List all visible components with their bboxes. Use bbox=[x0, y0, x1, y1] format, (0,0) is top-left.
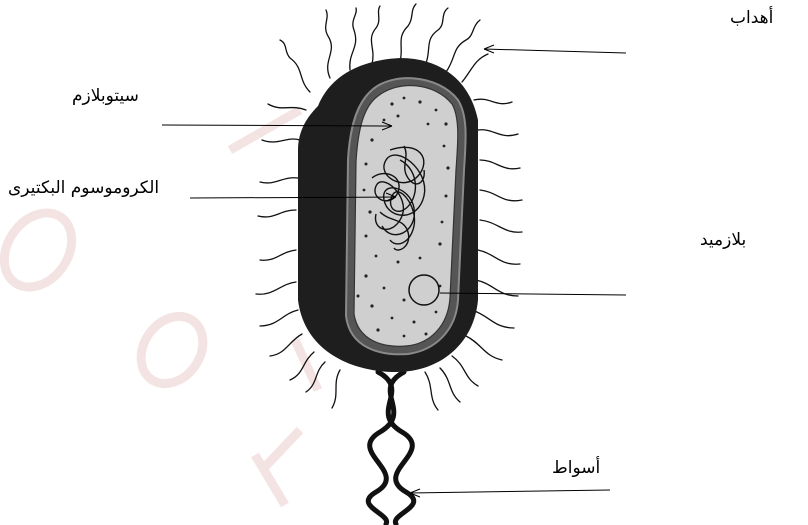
flagellum bbox=[368, 372, 413, 524]
label-plasmid: بلازميد bbox=[700, 232, 746, 249]
label-flagellum: أسواط bbox=[552, 460, 600, 477]
label-chromosome: الكروموسوم البكتيرى bbox=[8, 180, 159, 197]
label-pili: أهداب bbox=[730, 10, 773, 27]
label-cytoplasm: سيتوبلازم bbox=[72, 88, 139, 105]
cell-body bbox=[298, 58, 478, 372]
